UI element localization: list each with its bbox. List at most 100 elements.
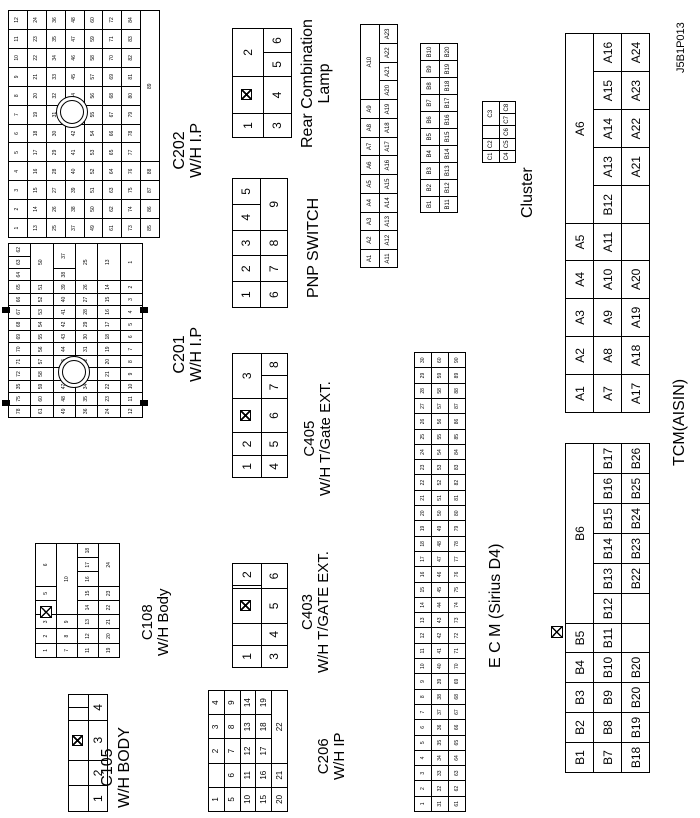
pin-cell: 54 xyxy=(30,318,54,331)
pin-cell: 5 xyxy=(261,432,288,456)
pin-cell: 37 xyxy=(53,243,76,269)
pin-empty xyxy=(208,763,225,788)
pin-cell: B8 xyxy=(593,712,622,743)
pin-cell: 45 xyxy=(65,67,84,87)
pin-cell: B6 xyxy=(565,443,594,624)
pin-cell: 72 xyxy=(102,10,122,30)
pin-cell: 38 xyxy=(65,199,84,219)
pin-cell: 48 xyxy=(65,10,84,30)
pin-cell: 2 xyxy=(120,280,143,294)
pin-cell: 2 xyxy=(208,738,225,764)
pin-cell: 5 xyxy=(263,52,292,77)
pin-cell: 8 xyxy=(224,714,241,739)
pin-cell: B2 xyxy=(420,179,439,197)
pin-cell: 33 xyxy=(46,67,66,87)
label-line: W/H I.P xyxy=(187,122,205,178)
pin-cell: 6 xyxy=(414,719,432,736)
pin-cell: 9 xyxy=(260,178,288,231)
pin-cell: 41 xyxy=(53,305,76,319)
pin-cell: B23 xyxy=(621,533,650,564)
pin-cell: B11 xyxy=(593,623,622,653)
pin-cell: 20 xyxy=(27,86,47,106)
label-line: TCM(AISIN) xyxy=(671,378,688,466)
pin-cell: 17 xyxy=(27,142,47,162)
pin-cell: 17 xyxy=(414,551,432,567)
pin-cell: A8 xyxy=(360,118,379,138)
pin-cell: 71 xyxy=(8,355,31,368)
cluster-label: Cluster xyxy=(519,167,537,218)
pin-cell: 20 xyxy=(97,355,121,368)
pin-cell: 84 xyxy=(121,10,141,30)
pin-cell: 52 xyxy=(30,293,54,306)
pin-cell: 62 xyxy=(102,199,122,219)
pin-cell: A15 xyxy=(379,174,398,194)
pin-cell: 68 xyxy=(8,318,31,331)
pin-cell: 86 xyxy=(140,199,160,219)
pin-cell: 27 xyxy=(414,398,432,414)
pin-cell: 61 xyxy=(30,405,54,418)
pin-cell: A20 xyxy=(379,80,398,100)
pin-cell: 24 xyxy=(98,543,120,587)
pin-cell: B22 xyxy=(621,563,650,594)
pin-cell: 11 xyxy=(77,643,99,658)
pin-cell: 78 xyxy=(448,536,466,552)
pin-cell: 1 xyxy=(232,113,264,138)
pin-cell: B24 xyxy=(621,503,650,534)
pin-cell: 8 xyxy=(8,86,28,106)
pin-cell: 33 xyxy=(431,765,449,781)
lock-icon xyxy=(232,398,262,433)
pin-cell: 52 xyxy=(431,474,449,491)
pin-cell: 65 xyxy=(448,735,466,751)
label-line: C405 xyxy=(301,420,318,457)
pin-cell: B17 xyxy=(593,443,622,474)
pin-cell: 6 xyxy=(261,398,288,433)
pin-cell: 23 xyxy=(414,459,432,475)
pin-cell: A11 xyxy=(593,223,622,261)
pin-cell: 56 xyxy=(30,342,54,356)
pin-cell: 18 xyxy=(27,124,47,143)
pin-cell: 71 xyxy=(448,643,466,659)
pin-cell: 5 xyxy=(414,735,432,751)
pin-cell: 2 xyxy=(35,629,57,644)
pin-cell: 83 xyxy=(121,29,141,49)
pin-cell: B2 xyxy=(565,712,594,743)
pin-row: 363534333231302928272625 xyxy=(75,243,98,418)
pin-cell: A10 xyxy=(360,24,379,100)
pin-row: 49484746454443424140393837 xyxy=(53,243,76,418)
pin-cell: 10 xyxy=(414,658,432,674)
pin-cell: 6 xyxy=(35,543,57,587)
pin-cell: 59 xyxy=(84,29,103,49)
pin-cell: 14 xyxy=(77,600,99,615)
pin-cell: 6 xyxy=(224,763,241,788)
pin-cell: C5 xyxy=(499,138,516,151)
pin-cell: 42 xyxy=(53,318,76,331)
pin-cell: A17 xyxy=(379,137,398,156)
pin-cell: B15 xyxy=(439,128,458,146)
pin-cell: 43 xyxy=(53,330,76,343)
pin-cell: 38 xyxy=(431,689,449,705)
pin-cell: 25 xyxy=(414,429,432,445)
pin-cell: 39 xyxy=(65,180,84,200)
pin-cell: 53 xyxy=(431,459,449,475)
pin-cell: 50 xyxy=(431,505,449,521)
pin-cell: B9 xyxy=(420,60,439,78)
pin-cell: B20 xyxy=(621,682,650,713)
pin-cell: 1 xyxy=(120,243,143,281)
pin-cell: C6 xyxy=(499,125,516,139)
pin-cell: 53 xyxy=(30,305,54,319)
pin-cell: 12 xyxy=(120,405,143,418)
pin-cell: 12 xyxy=(8,10,28,30)
pin-cell: 30 xyxy=(75,330,98,343)
pin-cell: 22 xyxy=(97,380,121,393)
pin-cell: 63 xyxy=(448,765,466,781)
pin-cell: 51 xyxy=(84,180,103,200)
pin-cell: 16 xyxy=(255,763,272,788)
